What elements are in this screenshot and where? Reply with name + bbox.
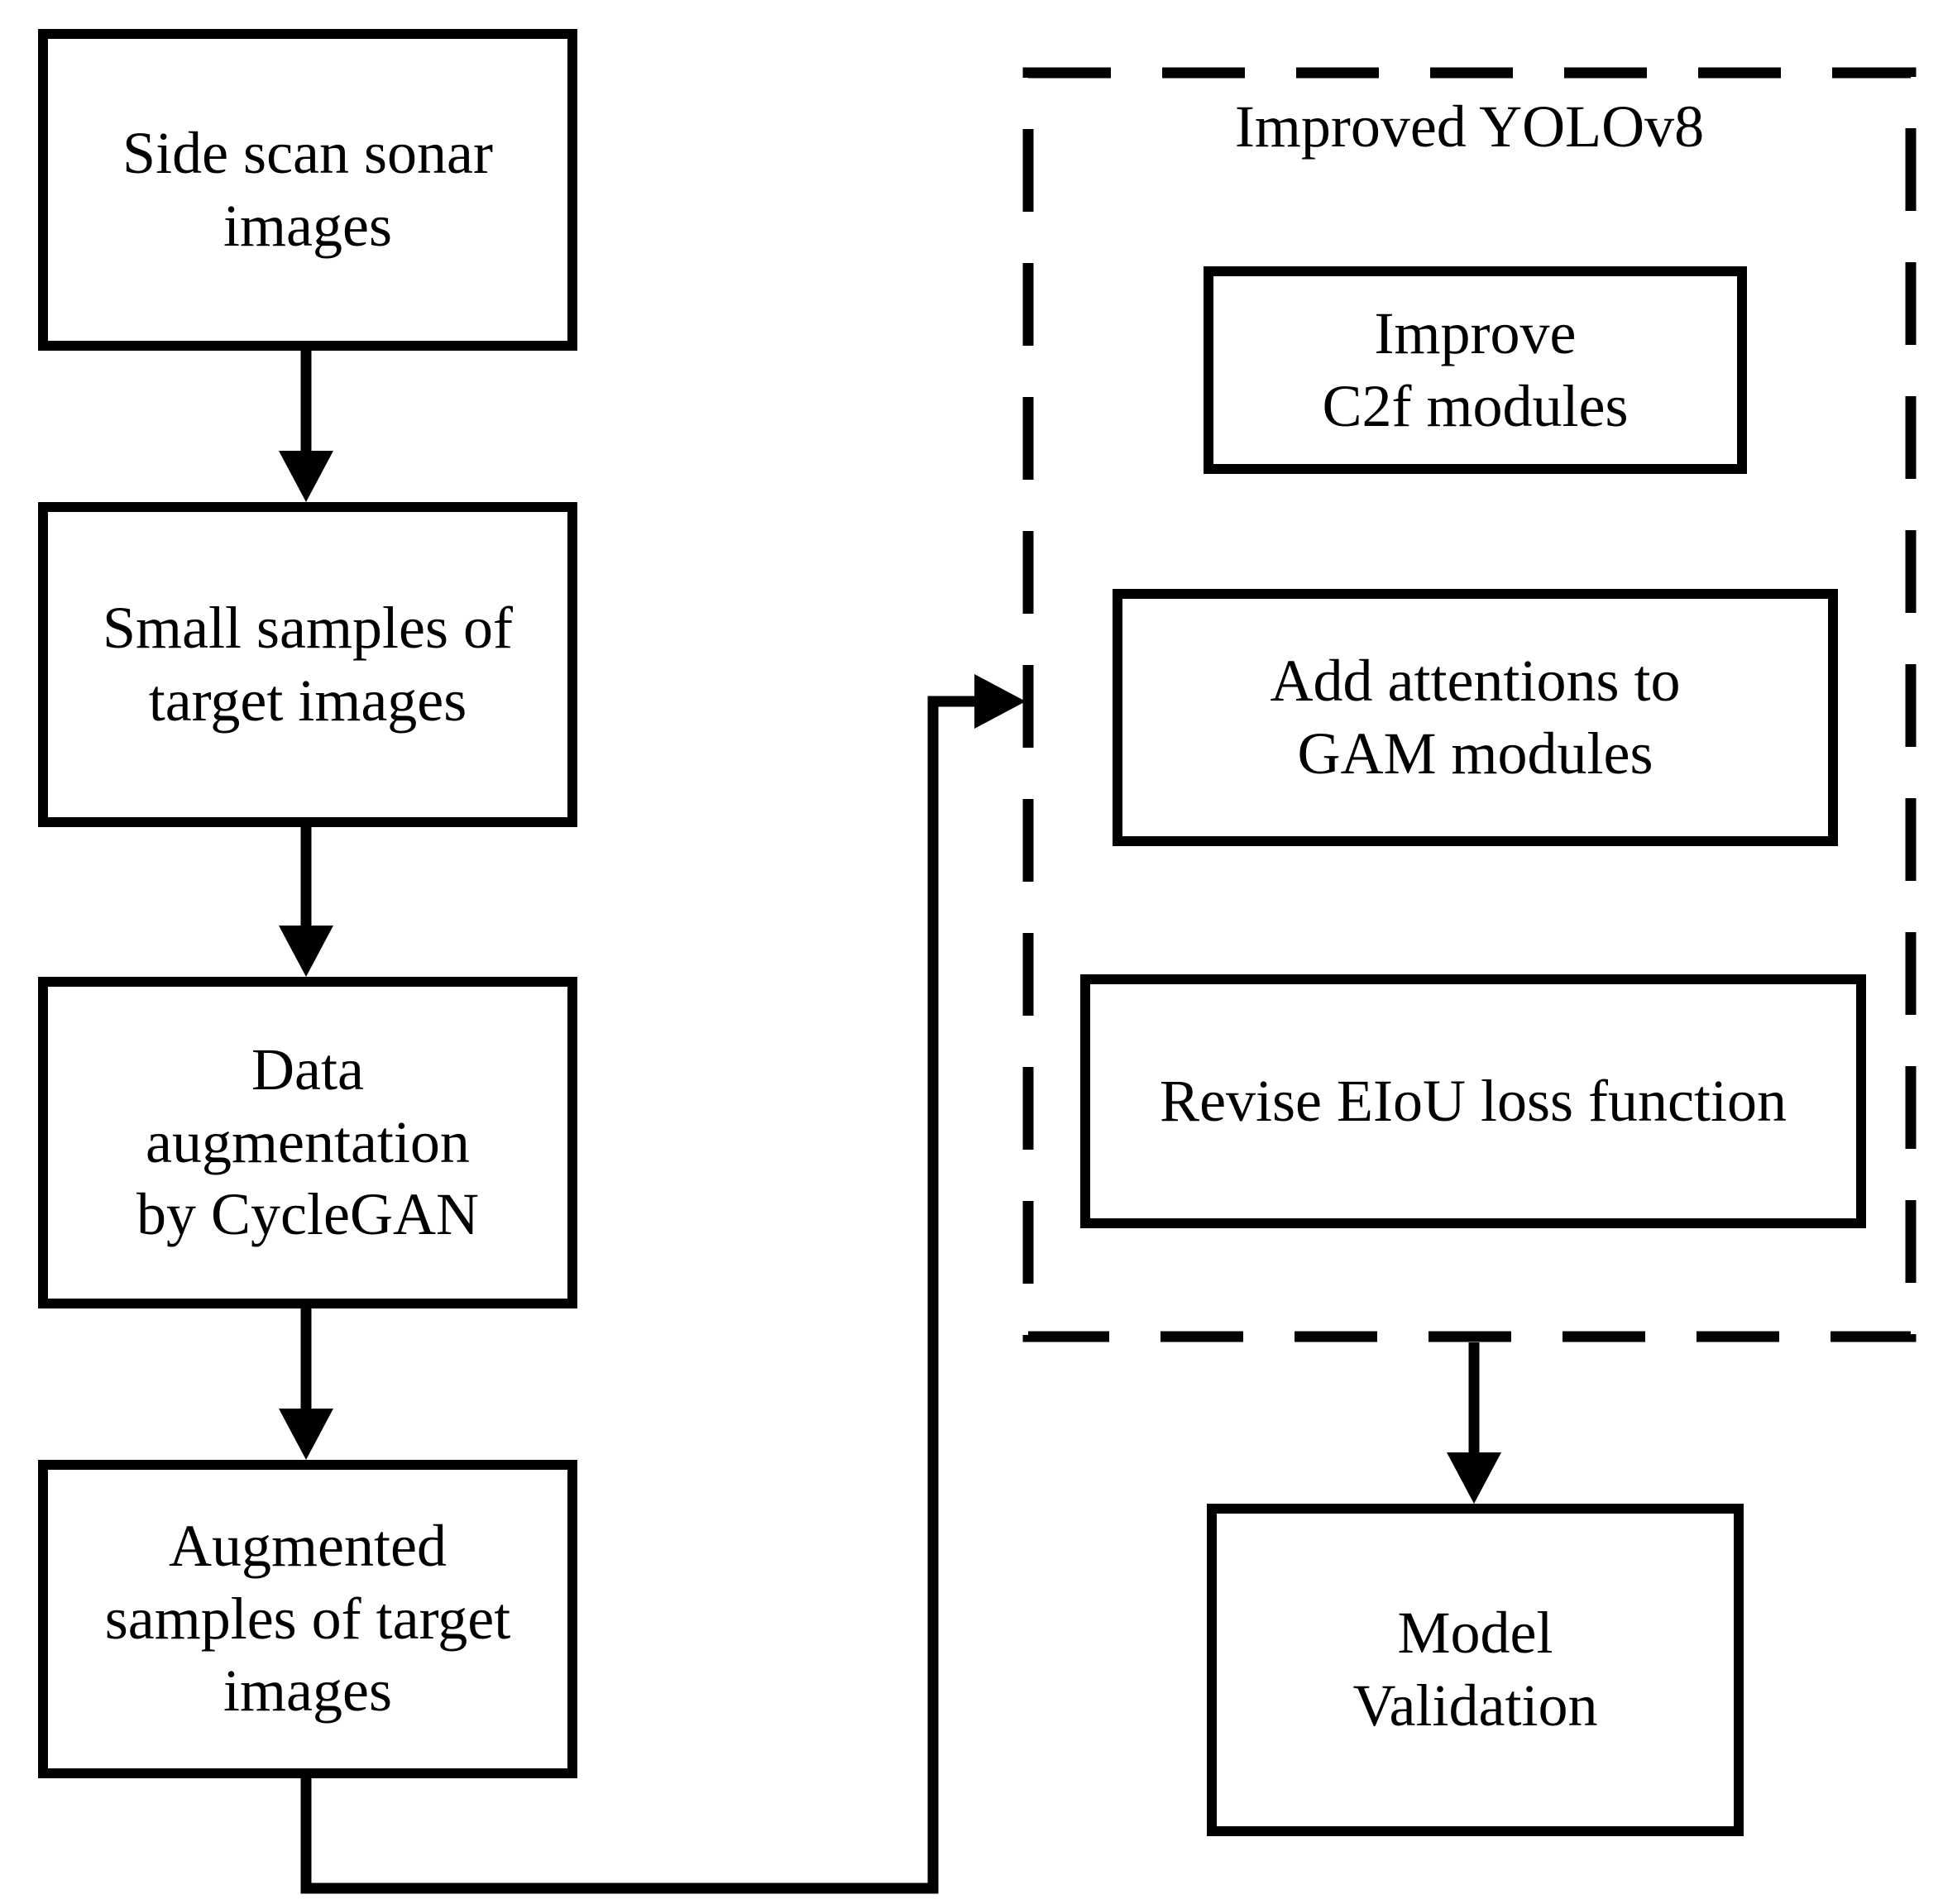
box-data-augmentation-by-cyclegan: Data augmentation by CycleGAN (38, 977, 577, 1308)
connector-augmented-samples-to-improved-yolov8 (300, 674, 1026, 1894)
arrow-improved-yolov8-to-model-validation (1447, 1342, 1501, 1504)
dashed-group-title: Improved YOLOv8 (1234, 93, 1705, 160)
arrow-small-samples-to-data-augmentation (279, 827, 333, 977)
box-improve-c2f-modules: Improve C2f modules (1204, 266, 1747, 474)
box-augmented-samples-of-target-images: Augmented samples of target images (38, 1460, 577, 1778)
box-small-samples-of-target-images: Small samples of target images (38, 502, 577, 827)
box-side-scan-sonar-images: Side scan sonar images (38, 29, 577, 351)
dashed-group-border (1022, 67, 1917, 1342)
box-revise-eiou-loss-function: Revise EIoU loss function (1080, 974, 1866, 1228)
arrow-data-augmentation-to-augmented-samples (279, 1308, 333, 1460)
box-add-attentions-to-gam-modules: Add attentions to GAM modules (1113, 589, 1838, 846)
box-model-validation: Model Validation (1207, 1504, 1744, 1836)
arrow-side-scan-to-small-samples (279, 351, 333, 502)
